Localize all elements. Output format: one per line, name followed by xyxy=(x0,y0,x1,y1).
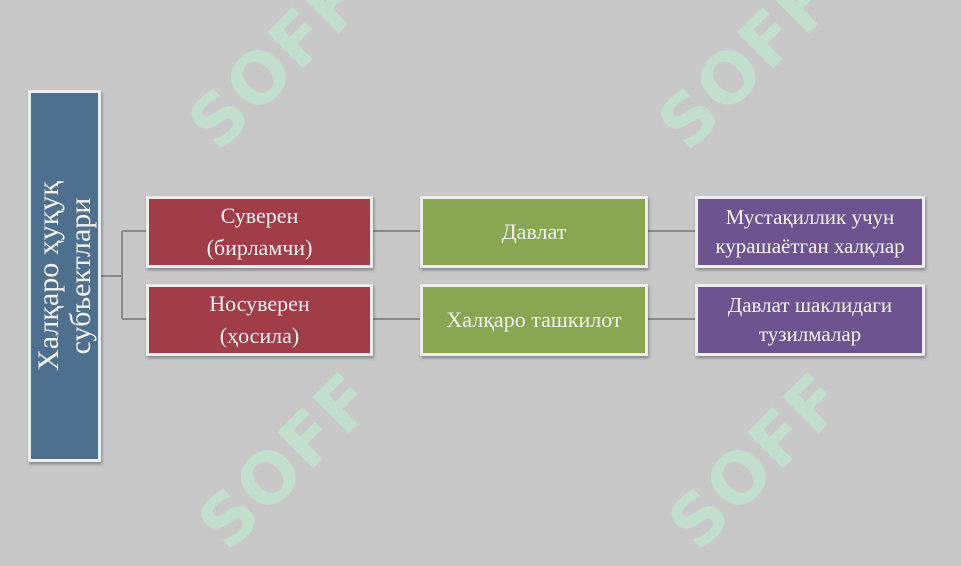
node-state-like-entities: Давлат шаклидаги тузилмалар xyxy=(695,284,925,356)
node-non-sovereign: Носуверен (ҳосила) xyxy=(146,284,373,356)
root-connector xyxy=(101,230,146,320)
node-sovereign: Суверен (бирламчи) xyxy=(146,196,373,268)
node-peoples-label: Мустақиллик учун курашаётган халқлар xyxy=(715,205,905,258)
node-international-organization: Халқаро ташкилот xyxy=(420,284,648,356)
node-state: Давлат xyxy=(420,196,648,268)
root-node-label: Халқаро ҳуқуқ субъектлари xyxy=(31,181,97,371)
node-state-like-entities-label: Давлат шаклидаги тузилмалар xyxy=(727,293,893,346)
node-peoples-fighting-for-independence: Мустақиллик учун курашаётган халқлар xyxy=(695,196,925,268)
node-international-organization-label: Халқаро ташкилот xyxy=(446,307,622,332)
connector-lines xyxy=(101,230,695,320)
diagram-canvas: Халқаро ҳуқуқ субъектлари Суверен (бирла… xyxy=(28,0,925,565)
node-state-label: Давлат xyxy=(501,219,567,244)
node-non-sovereign-label: Носуверен (ҳосила) xyxy=(209,291,310,348)
node-sovereign-label: Суверен (бирламчи) xyxy=(206,203,313,260)
root-node: Халқаро ҳуқуқ субъектлари xyxy=(28,90,101,462)
